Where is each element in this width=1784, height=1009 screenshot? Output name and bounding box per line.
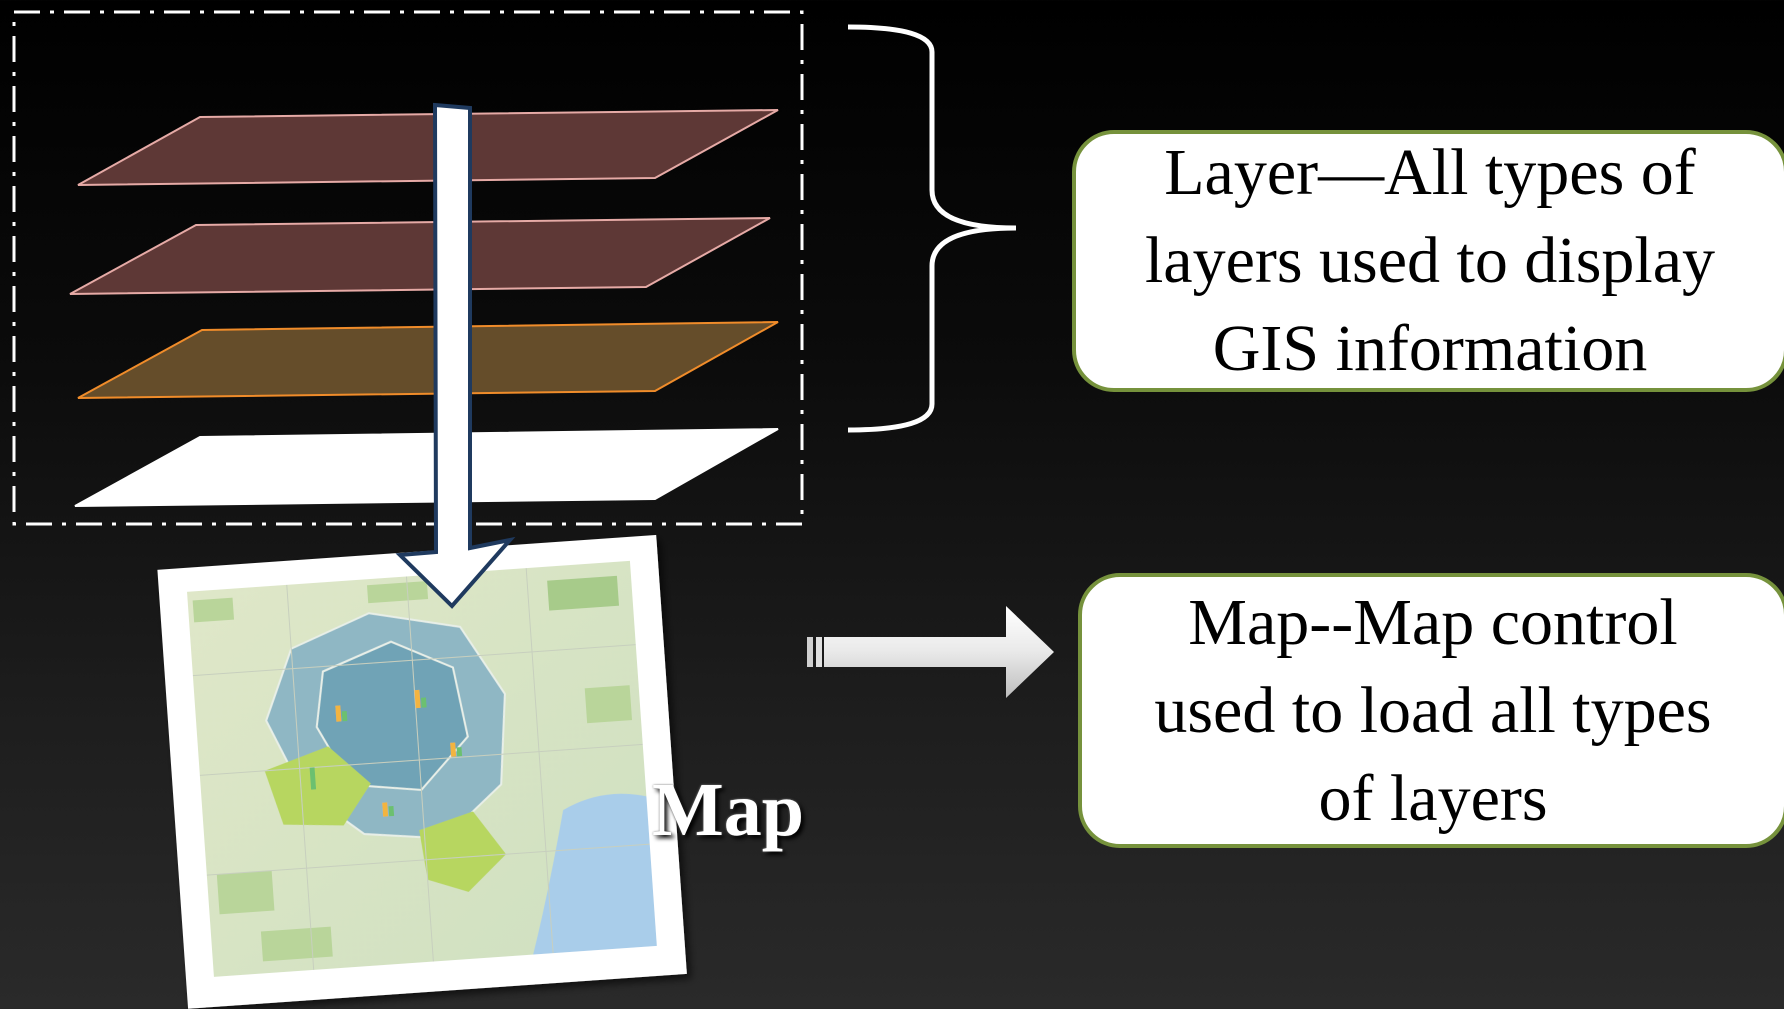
base-layer (74, 428, 779, 507)
down-arrow (395, 102, 516, 609)
map-thumbnail (157, 534, 687, 1009)
layer-callout-line-1: Layer—All types of (1164, 136, 1696, 209)
layer-callout-line-2: layers used to display (1144, 224, 1716, 297)
layer-callout-line-3: GIS information (1212, 312, 1648, 385)
map-label: Map (652, 768, 804, 852)
layer-2 (69, 217, 771, 295)
layer-description-callout: Layer—All types of layers used to displa… (1072, 130, 1784, 392)
layers-brace (847, 24, 1017, 433)
layer-3 (77, 321, 779, 399)
right-arrow (807, 606, 1054, 698)
map-callout-line-2: used to load all types (1154, 673, 1712, 747)
layer-1 (77, 109, 779, 186)
map-description-callout: Map--Map control used to load all types … (1078, 573, 1784, 848)
map-callout-line-1: Map--Map control (1188, 585, 1678, 659)
map-callout-line-3: of layers (1318, 761, 1548, 835)
